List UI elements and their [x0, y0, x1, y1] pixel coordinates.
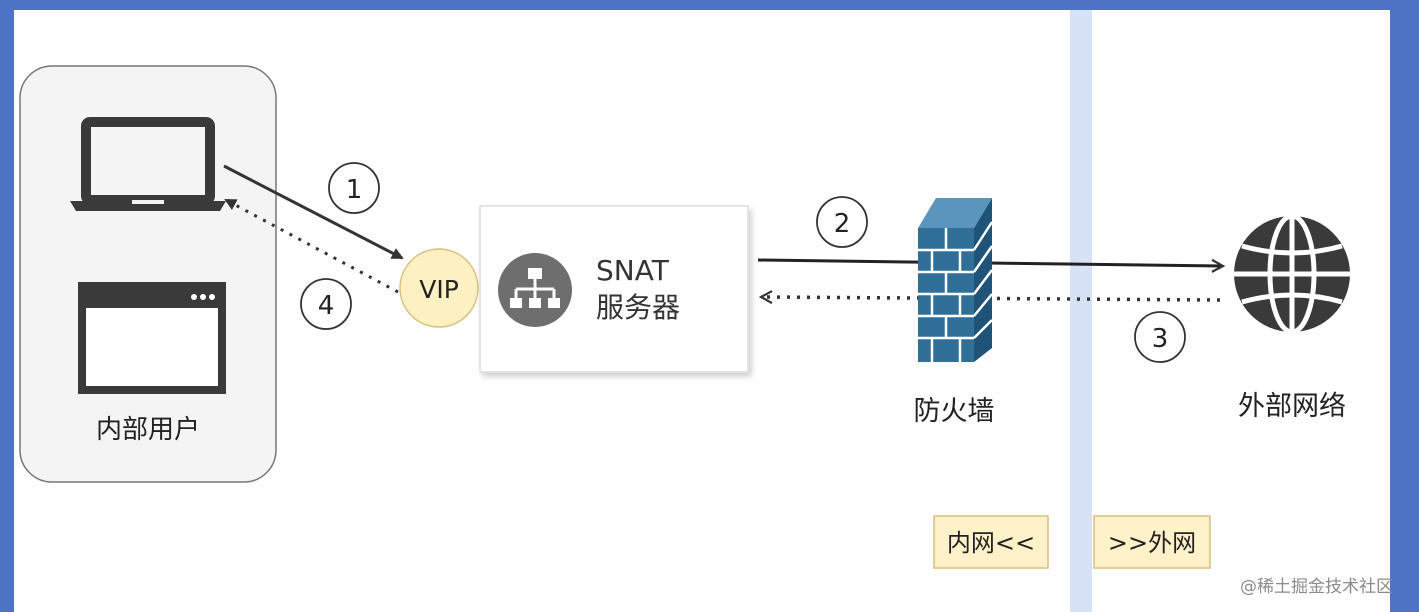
vip-node: VIP	[399, 248, 479, 328]
arrow-step-3	[762, 297, 1221, 300]
snat-server-subtitle: 服务器	[596, 291, 680, 324]
arrow-step-1	[223, 164, 404, 260]
internal-users-group: 内部用户	[19, 65, 277, 483]
step-1-label: 1	[346, 175, 363, 205]
step-marker-2: 2	[816, 196, 868, 248]
browser-window-icon	[78, 282, 226, 394]
firewall-label: 防火墙	[914, 396, 995, 427]
laptop-icon	[70, 117, 226, 211]
snat-flow-diagram: 内部用户 1 4 2 3 VIP	[19, 10, 1350, 612]
step-4-label: 4	[318, 291, 335, 321]
step-2-label: 2	[834, 209, 851, 239]
snat-server-node: SNAT 服务器	[479, 205, 749, 373]
outer-zone-tag: >>外网	[1093, 515, 1211, 569]
step-3-label: 3	[1152, 324, 1169, 354]
step-marker-4: 4	[300, 278, 352, 330]
step-marker-3: 3	[1134, 311, 1186, 363]
firewall-node: 防火墙	[914, 198, 995, 427]
network-divider	[1070, 10, 1092, 612]
internal-users-label: 内部用户	[96, 415, 200, 445]
diagram-canvas: 内部用户 1 4 2 3 VIP	[14, 10, 1390, 612]
brick-wall-icon	[918, 198, 994, 362]
snat-server-title: SNAT	[596, 254, 670, 287]
outer-zone-label: >>外网	[1108, 529, 1196, 557]
watermark: @稀土掘金技术社区	[1240, 577, 1393, 597]
external-network-label: 外部网络	[1238, 391, 1346, 422]
external-network-node: 外部网络	[1234, 213, 1350, 422]
inner-zone-label: 内网<<	[947, 529, 1035, 557]
step-marker-1: 1	[328, 162, 380, 214]
vip-label: VIP	[419, 275, 459, 304]
arrow-step-4	[224, 198, 399, 294]
inner-zone-tag: 内网<<	[933, 515, 1049, 569]
network-hierarchy-icon	[498, 253, 572, 327]
globe-icon	[1234, 213, 1350, 335]
